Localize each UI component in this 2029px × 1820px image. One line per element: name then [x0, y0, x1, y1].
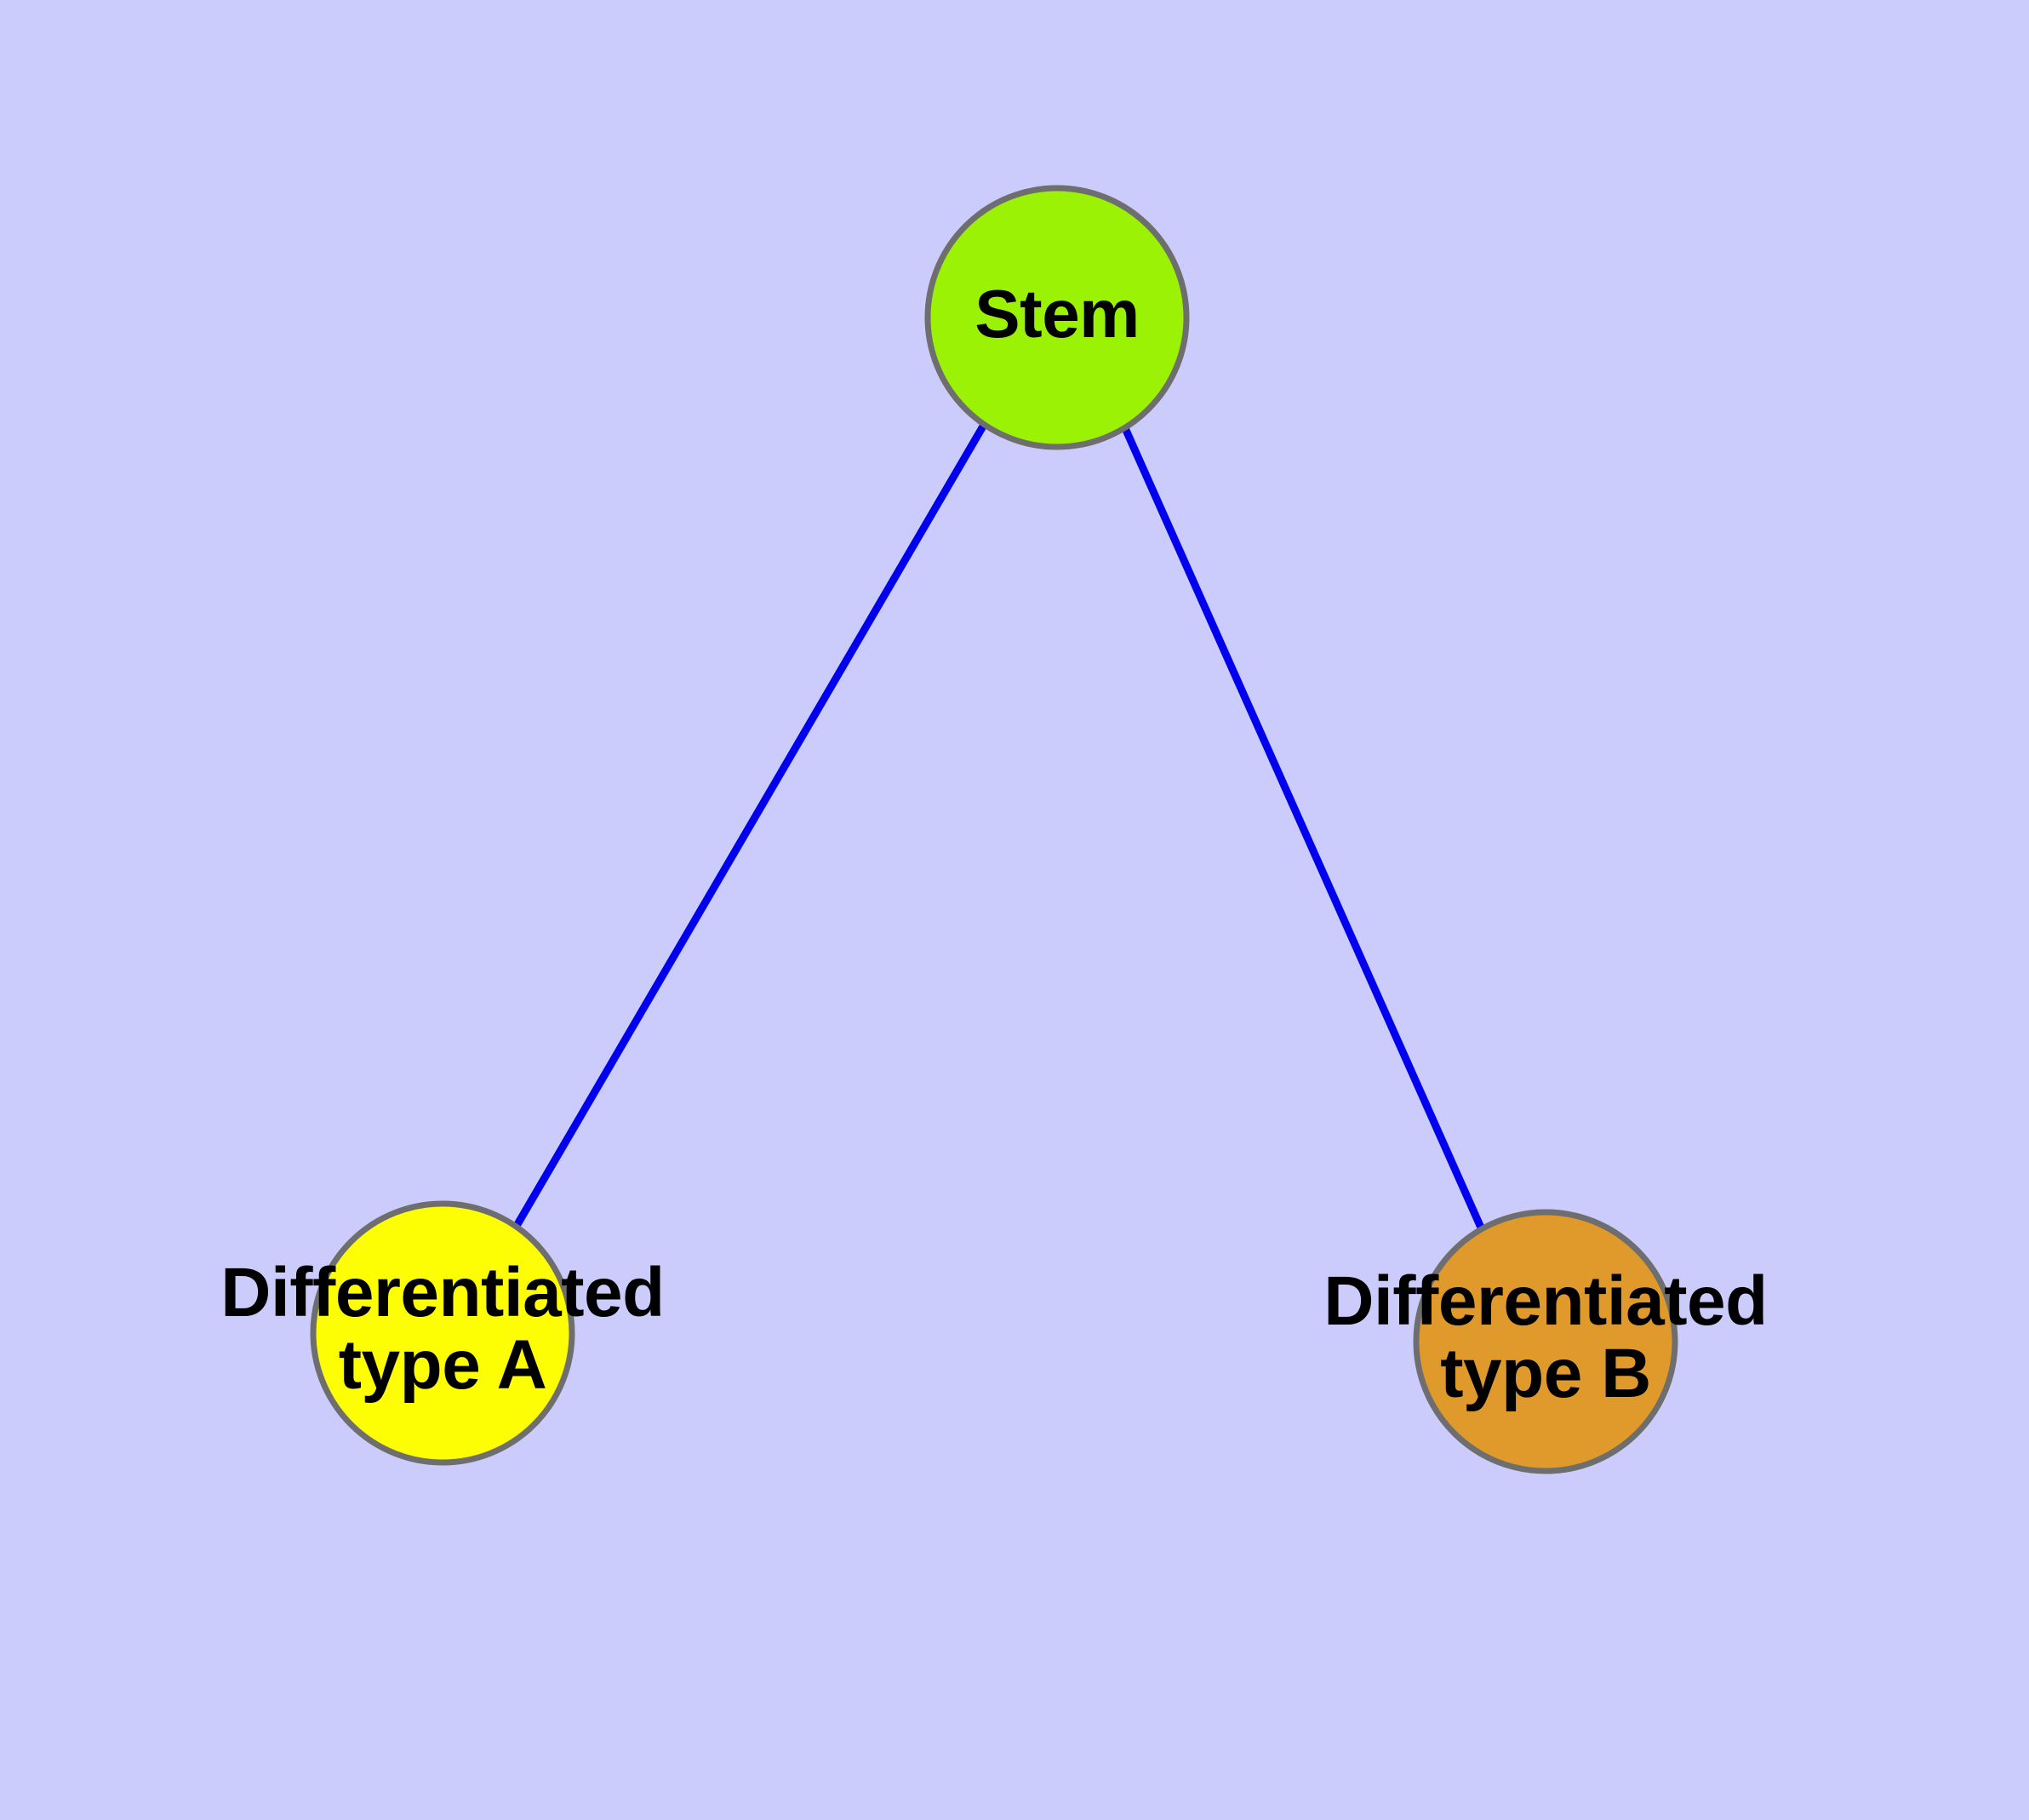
graph-node-diff_b[interactable] — [1413, 1209, 1678, 1474]
graph-node-diff_a[interactable] — [310, 1200, 575, 1466]
graph-edge-stem-to-diff-b[interactable] — [1121, 426, 1485, 1229]
edges-layer — [513, 422, 1485, 1229]
graph-node-stem[interactable] — [924, 185, 1190, 450]
nodes-layer — [310, 185, 1678, 1474]
graph-edge-stem-to-diff-a[interactable] — [513, 422, 987, 1228]
